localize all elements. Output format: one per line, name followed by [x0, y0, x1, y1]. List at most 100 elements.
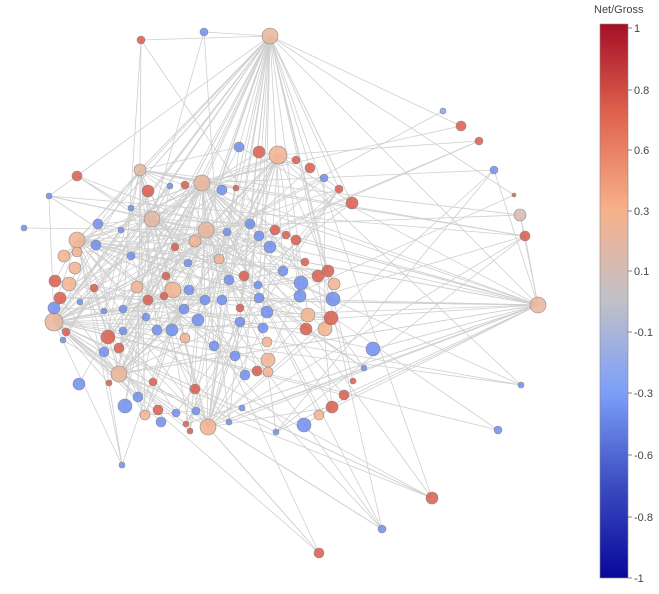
network-node[interactable]	[519, 230, 531, 242]
network-node[interactable]	[253, 230, 265, 242]
network-node[interactable]	[325, 400, 339, 414]
network-node[interactable]	[261, 27, 279, 45]
network-node[interactable]	[130, 280, 144, 294]
network-node[interactable]	[260, 305, 274, 319]
network-node[interactable]	[323, 310, 339, 326]
network-node[interactable]	[311, 269, 325, 283]
network-node[interactable]	[141, 184, 155, 198]
network-node[interactable]	[208, 340, 220, 352]
network-node[interactable]	[238, 270, 250, 282]
network-node[interactable]	[143, 210, 161, 228]
network-node[interactable]	[225, 418, 233, 426]
network-node[interactable]	[517, 381, 525, 389]
network-node[interactable]	[334, 184, 344, 194]
network-node[interactable]	[179, 332, 191, 344]
network-node[interactable]	[118, 304, 128, 314]
network-node[interactable]	[133, 163, 147, 177]
network-node[interactable]	[117, 226, 125, 234]
network-node[interactable]	[377, 524, 387, 534]
network-node[interactable]	[223, 274, 235, 286]
network-node[interactable]	[110, 365, 128, 383]
network-node[interactable]	[189, 383, 201, 395]
network-node[interactable]	[136, 35, 146, 45]
network-node[interactable]	[253, 292, 265, 304]
network-node[interactable]	[100, 307, 108, 315]
network-node[interactable]	[263, 240, 277, 254]
network-node[interactable]	[188, 234, 202, 248]
network-node[interactable]	[76, 298, 84, 306]
network-node[interactable]	[199, 27, 209, 37]
network-node[interactable]	[234, 316, 246, 328]
network-node[interactable]	[117, 398, 133, 414]
network-node[interactable]	[238, 404, 246, 412]
network-node[interactable]	[262, 366, 274, 378]
network-node[interactable]	[92, 218, 104, 230]
network-node[interactable]	[178, 303, 190, 315]
network-node[interactable]	[365, 341, 381, 357]
network-node[interactable]	[235, 303, 245, 313]
network-node[interactable]	[126, 251, 136, 261]
network-node[interactable]	[191, 313, 205, 327]
network-node[interactable]	[118, 461, 126, 469]
network-node[interactable]	[148, 377, 158, 387]
network-node[interactable]	[251, 365, 263, 377]
network-node[interactable]	[182, 420, 190, 428]
network-node[interactable]	[216, 184, 228, 196]
network-node[interactable]	[244, 218, 256, 230]
network-node[interactable]	[45, 192, 53, 200]
network-node[interactable]	[71, 246, 83, 258]
network-node[interactable]	[98, 346, 110, 358]
network-node[interactable]	[296, 417, 312, 433]
network-node[interactable]	[197, 221, 215, 239]
network-node[interactable]	[105, 379, 113, 387]
network-node[interactable]	[47, 301, 61, 315]
network-node[interactable]	[48, 274, 62, 288]
network-node[interactable]	[349, 377, 357, 385]
network-node[interactable]	[360, 364, 368, 372]
network-node[interactable]	[239, 369, 251, 381]
network-node[interactable]	[180, 180, 190, 190]
network-node[interactable]	[252, 145, 266, 159]
network-node[interactable]	[68, 231, 86, 249]
network-node[interactable]	[59, 336, 67, 344]
network-node[interactable]	[529, 296, 547, 314]
network-node[interactable]	[171, 408, 181, 418]
network-node[interactable]	[513, 208, 527, 222]
network-node[interactable]	[313, 547, 325, 559]
network-node[interactable]	[272, 428, 280, 436]
network-node[interactable]	[474, 136, 484, 146]
network-node[interactable]	[113, 342, 125, 354]
network-node[interactable]	[89, 283, 99, 293]
network-node[interactable]	[68, 261, 82, 275]
network-node[interactable]	[186, 427, 194, 435]
network-node[interactable]	[300, 257, 310, 267]
network-node[interactable]	[300, 307, 316, 323]
network-node[interactable]	[304, 162, 316, 174]
network-node[interactable]	[257, 322, 269, 334]
network-node[interactable]	[222, 227, 232, 237]
network-node[interactable]	[299, 322, 313, 336]
network-node[interactable]	[141, 312, 151, 322]
network-node[interactable]	[193, 174, 211, 192]
network-node[interactable]	[61, 327, 71, 337]
network-node[interactable]	[61, 276, 77, 292]
network-node[interactable]	[327, 277, 341, 291]
network-node[interactable]	[166, 182, 174, 190]
network-node[interactable]	[165, 323, 179, 337]
network-node[interactable]	[151, 324, 163, 336]
network-node[interactable]	[159, 291, 169, 301]
network-node[interactable]	[199, 418, 217, 436]
network-node[interactable]	[268, 145, 288, 165]
network-node[interactable]	[57, 249, 71, 263]
network-node[interactable]	[439, 107, 447, 115]
network-node[interactable]	[345, 196, 359, 210]
network-node[interactable]	[281, 230, 291, 240]
network-node[interactable]	[290, 234, 302, 246]
network-node[interactable]	[338, 389, 350, 401]
network-node[interactable]	[71, 170, 83, 182]
network-node[interactable]	[142, 294, 154, 306]
network-node[interactable]	[155, 416, 167, 428]
network-node[interactable]	[199, 294, 211, 306]
network-node[interactable]	[72, 377, 86, 391]
network-node[interactable]	[325, 291, 341, 307]
